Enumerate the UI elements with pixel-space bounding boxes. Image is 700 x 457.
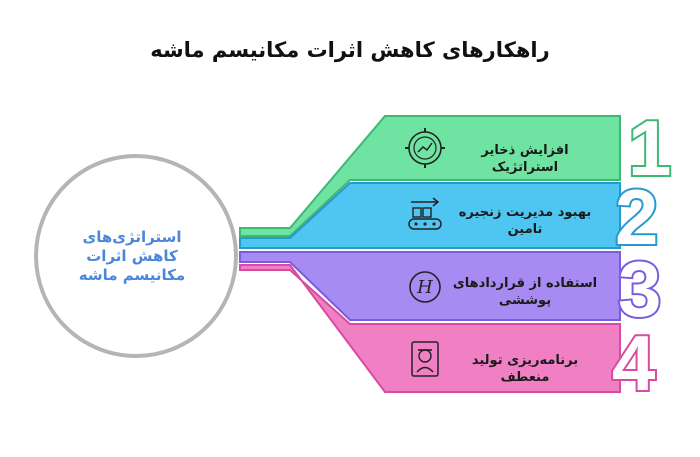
strip-1-label: افزایش ذخایر استراتژیک bbox=[481, 143, 569, 175]
strip-4-label: برنامه‌ریزی تولید منعطف bbox=[471, 353, 579, 385]
strip-3-band bbox=[239, 251, 621, 321]
strip-1: 1 bbox=[239, 102, 673, 237]
strip-2: 2 bbox=[239, 171, 660, 263]
strip-4: 4 bbox=[239, 264, 657, 409]
worker-icon bbox=[411, 341, 439, 377]
strip-2-label: بهبود مدیریت زنجیره تامین bbox=[458, 205, 592, 237]
hub-label: استراتژی‌های کاهش اثرات مکانیسم ماشه bbox=[78, 228, 186, 284]
gear-chart-icon bbox=[405, 128, 445, 168]
svg-text:H: H bbox=[416, 277, 433, 298]
strip-3-number: 3 bbox=[618, 245, 661, 333]
strip-1-band bbox=[239, 115, 621, 237]
strip-2-band bbox=[239, 182, 621, 249]
hedge-icon: H bbox=[409, 271, 441, 303]
strip-2-number: 2 bbox=[615, 173, 658, 261]
strip-3: 3 H bbox=[239, 243, 663, 335]
strip-3-label: استفاده از قراردادهای پوششی bbox=[452, 276, 598, 308]
strip-1-number: 1 bbox=[628, 104, 671, 192]
strip-4-number: 4 bbox=[612, 319, 655, 407]
strip-4-band bbox=[239, 264, 621, 393]
hub-circle bbox=[34, 154, 238, 358]
conveyor-icon bbox=[408, 197, 442, 230]
page-title: راهکارهای کاهش اثرات مکانیسم ماشه bbox=[150, 38, 550, 62]
